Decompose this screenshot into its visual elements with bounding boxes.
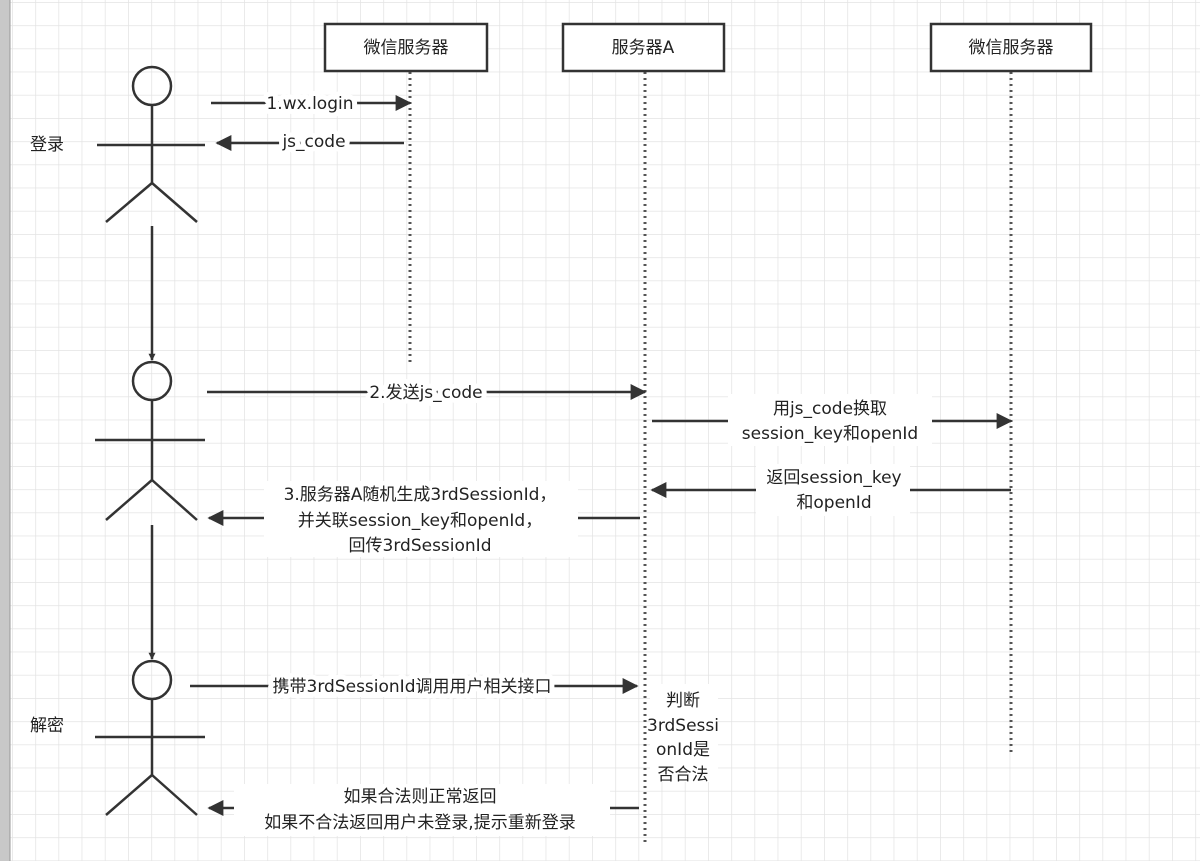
svg-text:1.wx.login: 1.wx.login xyxy=(266,94,353,114)
participant-label: 微信服务器 xyxy=(364,38,449,58)
participant-label: 服务器A xyxy=(612,38,675,58)
actor-user-session[interactable] xyxy=(95,360,205,521)
participant-server-a[interactable]: 服务器A xyxy=(561,22,726,73)
message-return-3rd-session-id[interactable]: 3.服务器A随机生成3rdSessionId， 并关联session_key和o… xyxy=(207,481,640,557)
note-validate-session-id: 判断 3rdSessi onId是 否合法 xyxy=(647,684,719,785)
message-return-session-key[interactable]: 返回session_key 和openId xyxy=(650,464,1011,516)
svg-text:如果合法则正常返回: 如果合法则正常返回 xyxy=(344,787,497,807)
svg-text:如果不合法返回用户未登录,提示重新登录: 如果不合法返回用户未登录,提示重新登录 xyxy=(264,813,575,833)
actor-user-login[interactable] xyxy=(97,65,205,223)
canvas-left-bar xyxy=(0,0,10,861)
actor-user-decrypt[interactable] xyxy=(95,659,205,816)
side-label-login: 登录 xyxy=(30,135,64,155)
participant-label: 微信服务器 xyxy=(969,38,1054,58)
svg-text:3.服务器A随机生成3rdSessionId，: 3.服务器A随机生成3rdSessionId， xyxy=(284,485,557,505)
svg-text:3rdSessi: 3rdSessi xyxy=(647,716,719,736)
svg-text:并关联session_key和openId，: 并关联session_key和openId， xyxy=(298,511,542,531)
svg-text:判断: 判断 xyxy=(666,691,700,711)
svg-text:否合法: 否合法 xyxy=(658,765,709,785)
message-result[interactable]: 如果合法则正常返回 如果不合法返回用户未登录,提示重新登录 xyxy=(207,784,639,836)
message-exchange-session-key[interactable]: 用js_code换取 session_key和openId xyxy=(652,394,1013,446)
svg-text:2.发送js_code: 2.发送js_code xyxy=(369,383,482,403)
svg-text:js_code: js_code xyxy=(281,132,345,152)
svg-text:返回session_key: 返回session_key xyxy=(766,468,901,488)
participant-wechat-server-1[interactable]: 微信服务器 xyxy=(323,22,489,73)
svg-text:和openId: 和openId xyxy=(796,493,871,513)
svg-text:携带3rdSessionId调用用户相关接口: 携带3rdSessionId调用用户相关接口 xyxy=(273,677,552,697)
participant-wechat-server-2[interactable]: 微信服务器 xyxy=(929,22,1093,73)
svg-text:用js_code换取: 用js_code换取 xyxy=(773,399,887,419)
svg-text:onId是: onId是 xyxy=(656,740,710,760)
side-label-decrypt: 解密 xyxy=(30,716,64,736)
svg-text:回传3rdSessionId: 回传3rdSessionId xyxy=(349,536,492,556)
svg-text:session_key和openId: session_key和openId xyxy=(742,424,918,444)
